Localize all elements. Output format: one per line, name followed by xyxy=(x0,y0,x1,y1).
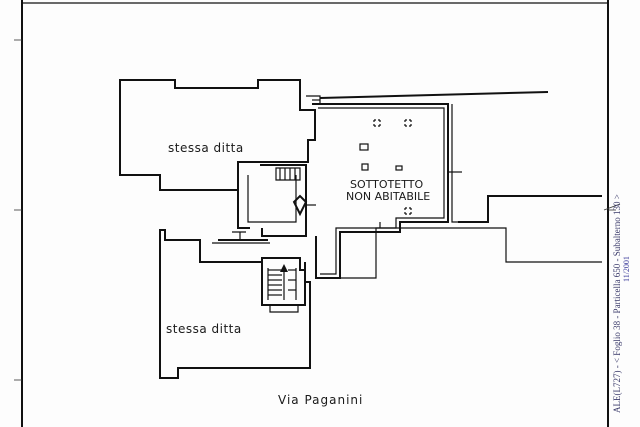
site-boundary-lines xyxy=(319,91,602,279)
street-label: Via Paganini xyxy=(278,393,363,407)
upper-room-label: stessa ditta xyxy=(168,141,244,155)
central-core xyxy=(212,164,316,244)
attic-vent-markers xyxy=(359,119,412,215)
upper-neighbour-outline xyxy=(119,79,316,191)
cadastral-reference: ALE(L727) - < Foglio 38 - Particella 650… xyxy=(612,194,622,413)
lower-room-label: stessa ditta xyxy=(166,322,242,336)
staircase xyxy=(261,262,306,313)
attic-label-line2: NON ABITABILE xyxy=(346,190,430,203)
attic-label-line1: SOTTOTETTO xyxy=(350,178,423,191)
lower-neighbour-outline xyxy=(159,229,311,379)
stamp-date: 11/2001 xyxy=(622,256,631,282)
sheet-border xyxy=(14,0,621,427)
